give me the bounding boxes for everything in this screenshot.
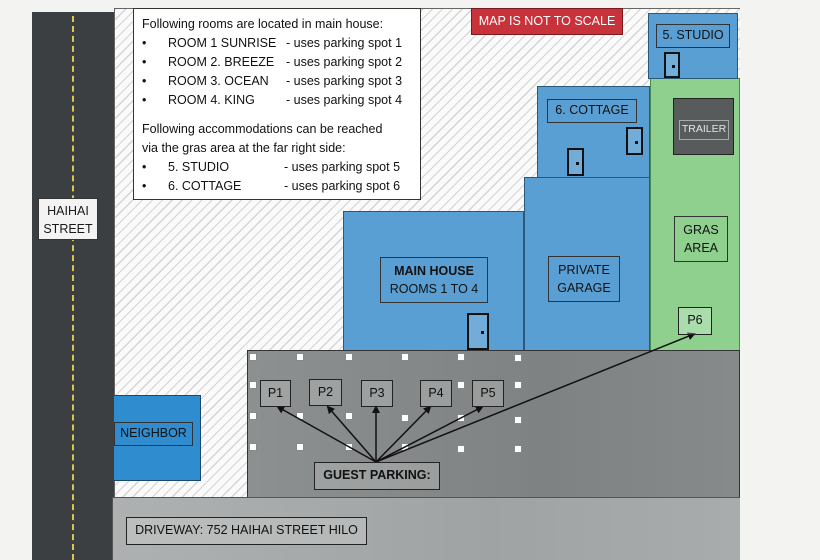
parking-spot-p6: P6 [678, 307, 712, 335]
guest-parking-area [247, 350, 740, 504]
main-house-door-icon [467, 313, 489, 350]
legend-box: Following rooms are located in main hous… [133, 8, 421, 200]
parking-marker [401, 353, 409, 361]
parking-marker [457, 381, 465, 389]
parking-marker [514, 354, 522, 362]
driveway-label: DRIVEWAY: 752 HAIHAI STREET HILO [126, 517, 367, 545]
studio-door-icon [664, 52, 680, 78]
parking-marker [514, 381, 522, 389]
cottage-label: 6. COTTAGE [547, 99, 637, 123]
arrow-to-p6 [375, 332, 696, 463]
legend-row: •5. STUDIO- uses parking spot 5 [142, 160, 401, 174]
arrow-to-p2 [326, 405, 377, 463]
parking-marker [249, 443, 257, 451]
not-to-scale-notice: MAP IS NOT TO SCALE [471, 8, 623, 35]
garage-building [524, 177, 650, 352]
driveway [112, 497, 740, 560]
main-house-label: MAIN HOUSE ROOMS 1 TO 4 [380, 257, 488, 303]
studio-label: 5. STUDIO [656, 24, 730, 48]
street-label-line2: STREET [43, 222, 93, 236]
trailer [673, 98, 734, 155]
gras-area-label: GRAS AREA [674, 216, 728, 262]
arrow-to-p4 [375, 405, 432, 463]
parking-marker [457, 353, 465, 361]
street-label: HAIHAI STREET [38, 198, 98, 240]
guest-parking-label: GUEST PARKING: [314, 462, 440, 490]
neighbor-label: NEIGHBOR [114, 422, 193, 446]
parking-spot-p4: P4 [420, 380, 452, 407]
parking-marker [514, 416, 522, 424]
parking-marker [296, 443, 304, 451]
legend-row: •ROOM 1 SUNRISE- uses parking spot 1 [142, 36, 403, 50]
parking-marker [457, 445, 465, 453]
cottage-door-icon [567, 148, 584, 176]
neighbor-building [113, 395, 201, 481]
parking-marker [249, 353, 257, 361]
trailer-label: TRAILER [679, 120, 729, 140]
parking-marker [345, 412, 353, 420]
legend-row: •6. COTTAGE- uses parking spot 6 [142, 179, 401, 193]
parking-spot-p1: P1 [260, 380, 291, 407]
parking-spot-p3: P3 [361, 380, 393, 407]
garage-label: PRIVATE GARAGE [548, 256, 620, 302]
street-center-line [72, 16, 74, 560]
legend-row: •ROOM 2. BREEZE- uses parking spot 2 [142, 55, 403, 69]
parking-marker [514, 445, 522, 453]
parking-marker [249, 412, 257, 420]
legend-row: •ROOM 3. OCEAN- uses parking spot 3 [142, 74, 403, 88]
arrow-to-p5 [375, 406, 484, 463]
parking-marker [345, 353, 353, 361]
street-label-line1: HAIHAI [47, 204, 89, 218]
legend-intro-rooms: Following rooms are located in main hous… [142, 17, 384, 31]
parking-marker [296, 353, 304, 361]
parking-spot-p2: P2 [309, 379, 342, 406]
cottage-building [537, 86, 650, 178]
legend-intro-units-2: via the gras area at the far right side: [142, 141, 346, 155]
arrow-to-p1 [276, 406, 377, 463]
legend-intro-units-1: Following accommodations can be reached [142, 122, 383, 136]
legend-row: •ROOM 4. KING- uses parking spot 4 [142, 93, 403, 107]
parking-marker [401, 414, 409, 422]
cottage-side-door-icon [626, 127, 643, 155]
parking-spot-p5: P5 [472, 380, 504, 407]
parking-marker [249, 381, 257, 389]
